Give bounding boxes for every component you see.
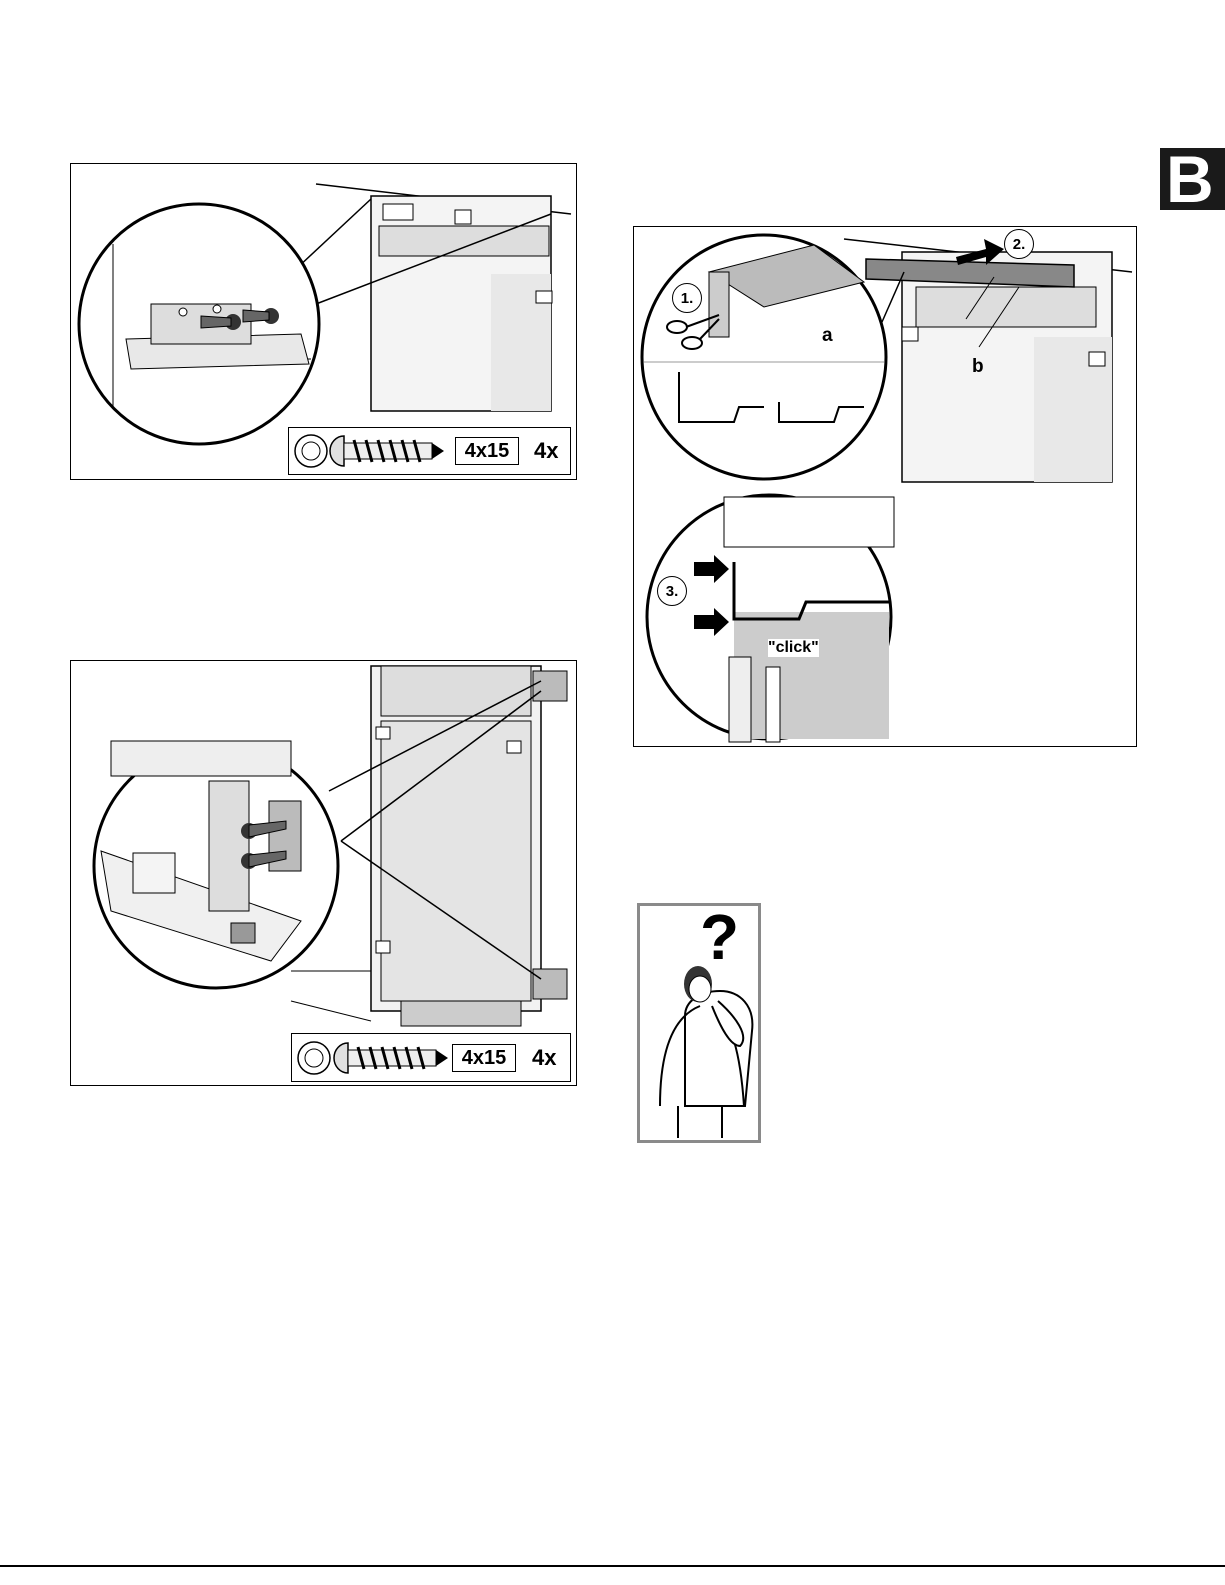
person-question-icon xyxy=(640,906,758,1140)
help-figure: ? xyxy=(637,903,761,1143)
step-2-badge: 2. xyxy=(1004,229,1034,259)
fastener-legend: 4x15 4x xyxy=(291,1033,571,1082)
figure-right: 1. 2. 3. a b "click" xyxy=(633,226,1137,747)
step-1-badge: 1. xyxy=(672,283,702,313)
torx-icon xyxy=(289,428,569,474)
screw-quantity: 4x xyxy=(534,438,558,464)
figure-bottom-left: 4x15 4x xyxy=(70,660,577,1086)
click-callout: "click" xyxy=(768,639,819,657)
label-b: b xyxy=(972,356,984,378)
figure-bottom-left-drawing xyxy=(71,661,576,1085)
question-mark: ? xyxy=(700,900,739,974)
screw-size: 4x15 xyxy=(452,1044,516,1072)
figure-right-drawing xyxy=(634,227,1136,746)
step-3-badge: 3. xyxy=(657,576,687,606)
torx-icon xyxy=(292,1034,570,1081)
footer-rule xyxy=(0,1565,1225,1567)
screw-icon xyxy=(348,1047,448,1069)
screw-size: 4x15 xyxy=(455,437,519,465)
fastener-legend: 4x15 4x xyxy=(288,427,571,475)
section-tab: B xyxy=(1160,148,1225,210)
figure-top-left: 4x15 4x xyxy=(70,163,577,480)
label-a: a xyxy=(822,325,833,347)
screw-quantity: 4x xyxy=(532,1045,556,1071)
screw-icon xyxy=(344,440,444,462)
